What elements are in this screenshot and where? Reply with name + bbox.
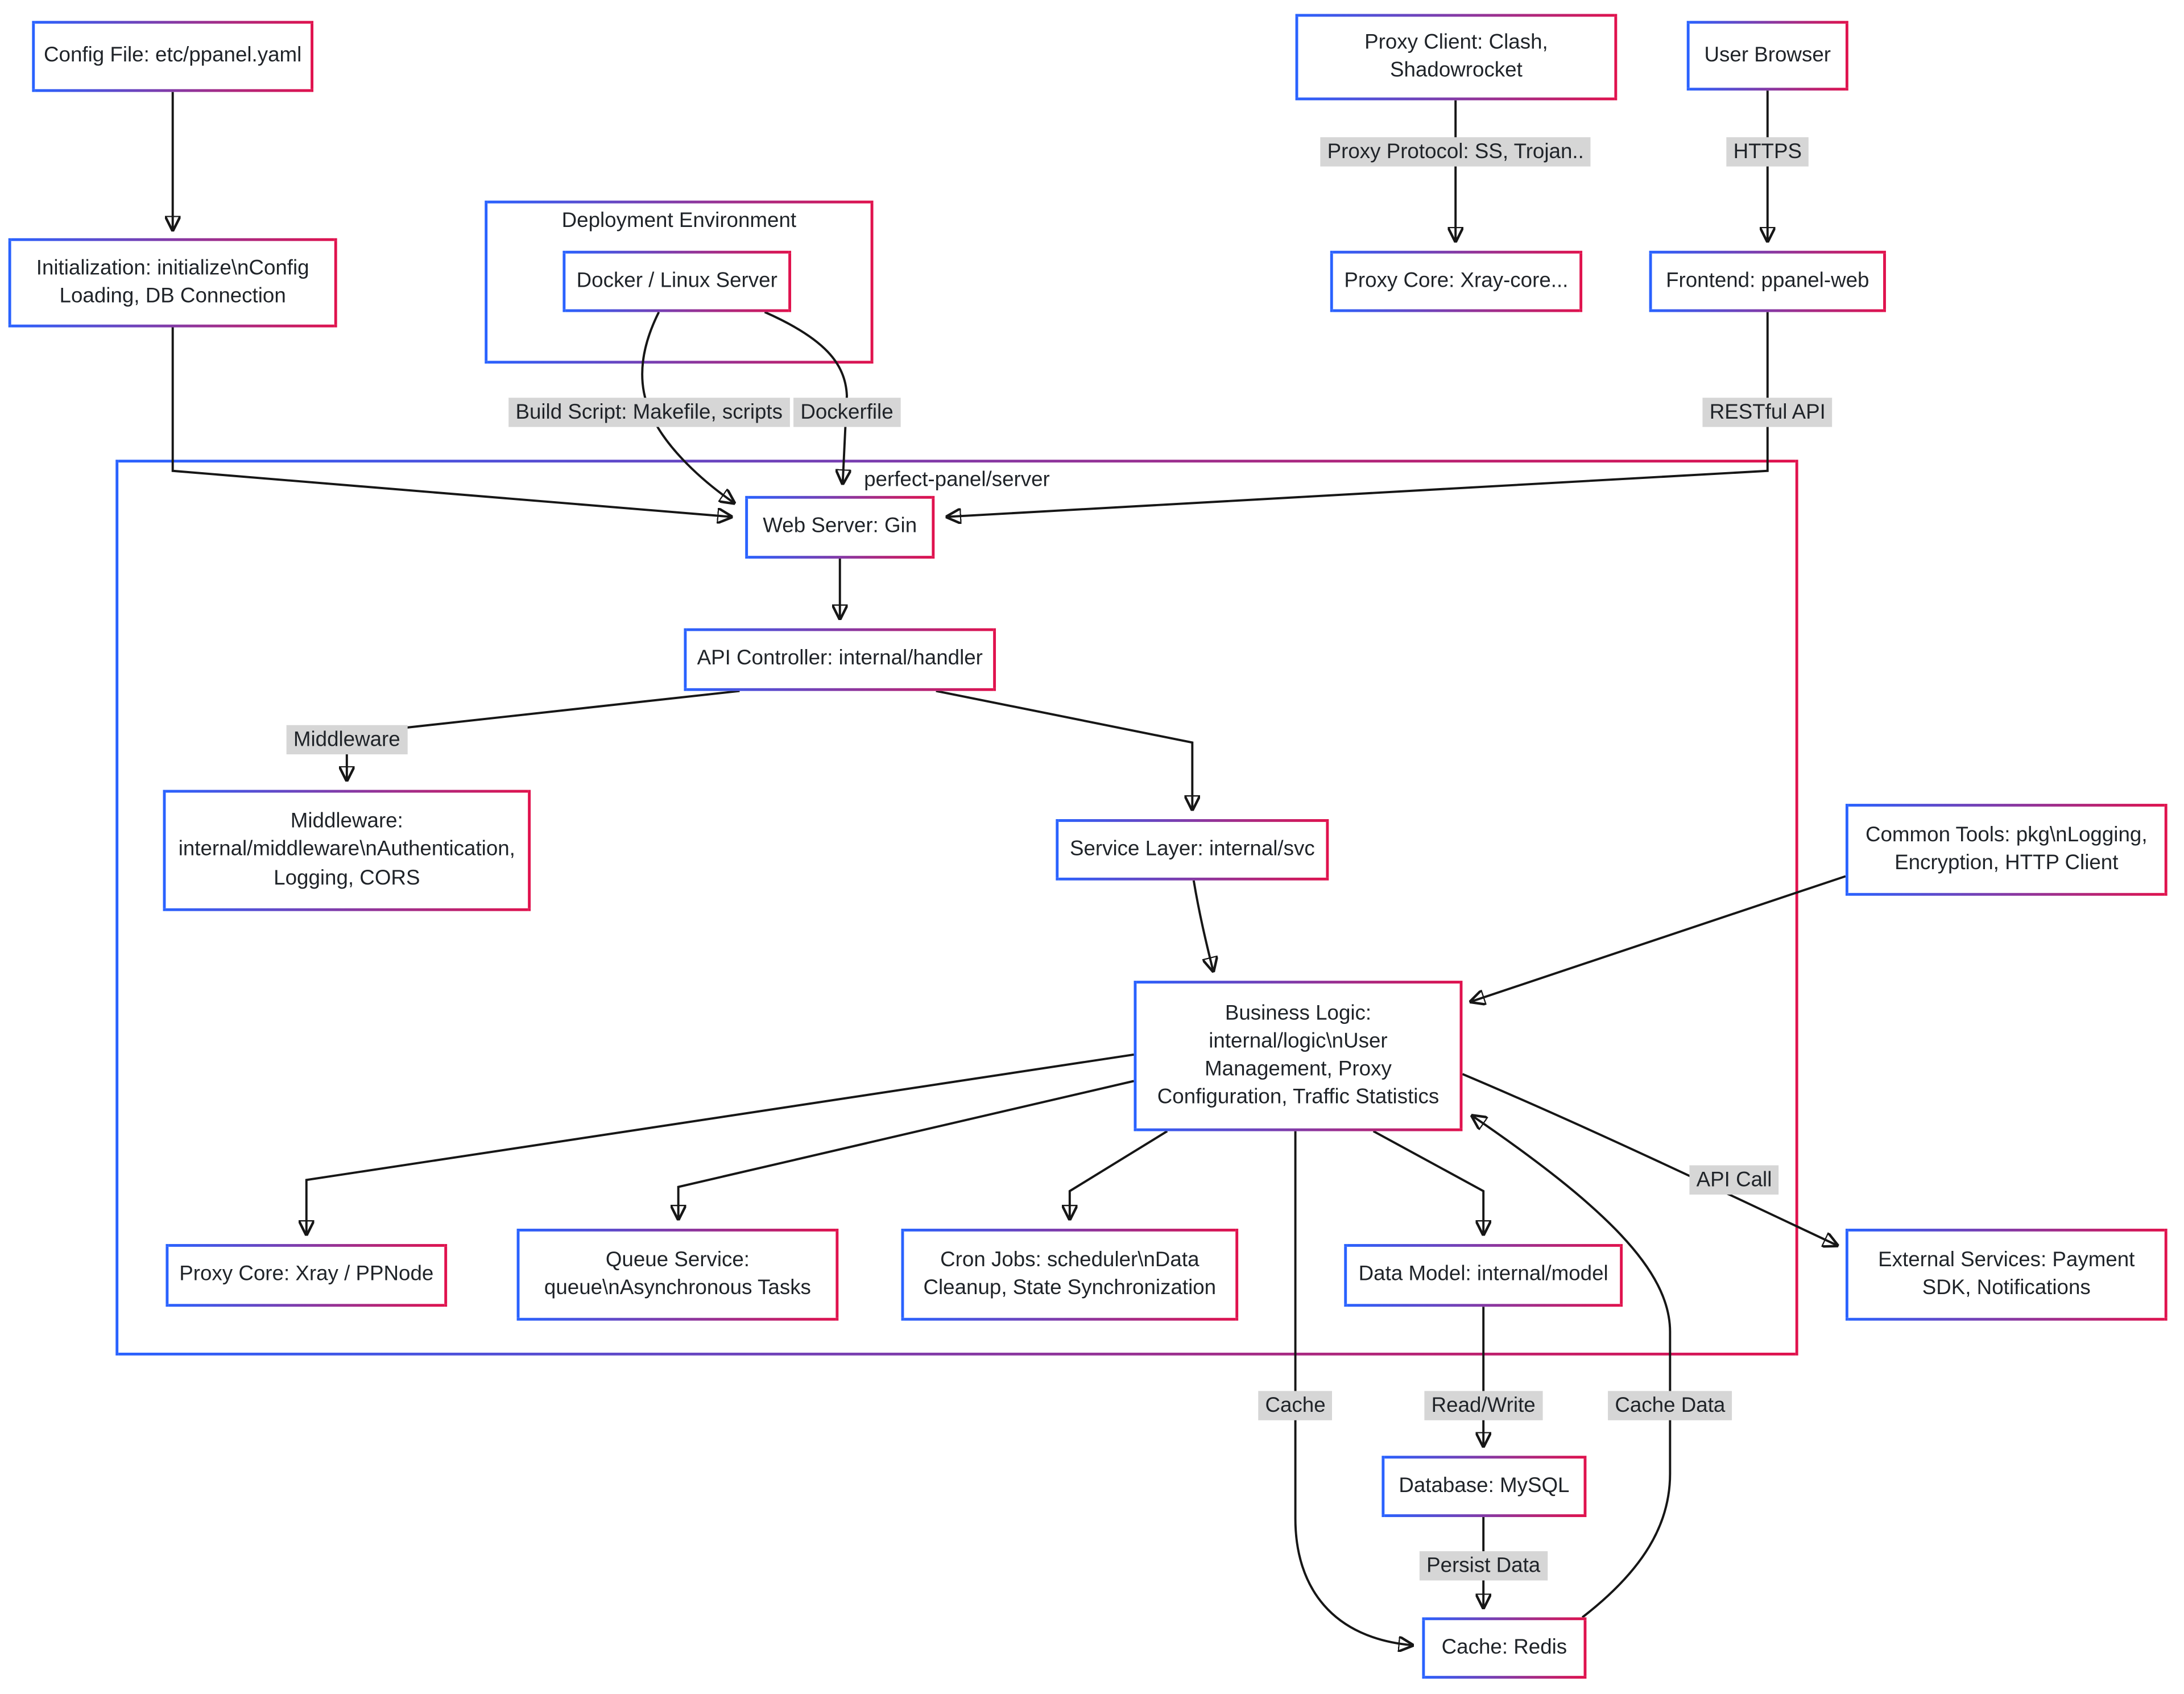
server-group-label: perfect-panel/server bbox=[864, 468, 1050, 492]
edge-business-logic-to-data-model bbox=[1372, 1130, 1483, 1234]
deployment-environment-group: Deployment Environment bbox=[485, 200, 874, 364]
node-common-tools: Common Tools: pkg\nLogging, Encryption, … bbox=[1845, 804, 2168, 896]
node-business-logic: Business Logic: internal/logic\nUser Man… bbox=[1134, 981, 1463, 1131]
node-proxy-core-xray: Proxy Core: Xray-core... bbox=[1330, 250, 1583, 312]
node-proxy-client: Proxy Client: Clash, Shadowrocket bbox=[1295, 14, 1618, 101]
node-external-services: External Services: Payment SDK, Notifica… bbox=[1845, 1229, 2168, 1321]
edge-business-logic-to-cache-redis bbox=[1294, 1131, 1413, 1646]
edge-common-tools-to-business-logic bbox=[1471, 875, 1846, 1001]
edge-label-restful-api: RESTful API bbox=[1702, 398, 1833, 427]
edge-business-logic-to-cron-jobs bbox=[1070, 1130, 1168, 1219]
edge-label-build-script: Build Script: Makefile, scripts bbox=[508, 398, 790, 427]
edge-label-cache-data: Cache Data bbox=[1608, 1391, 1732, 1420]
edge-docker-to-web-server-dockerfile bbox=[764, 311, 847, 484]
node-data-model: Data Model: internal/model bbox=[1344, 1243, 1623, 1307]
node-cache-redis: Cache: Redis bbox=[1422, 1617, 1587, 1679]
node-web-server: Web Server: Gin bbox=[745, 495, 935, 559]
node-service-layer: Service Layer: internal/svc bbox=[1056, 819, 1329, 881]
node-middleware: Middleware: internal/middleware\nAuthent… bbox=[163, 790, 531, 911]
node-config-file: Config File: etc/ppanel.yaml bbox=[32, 20, 314, 92]
edge-label-proxy-protocol: Proxy Protocol: SS, Trojan.. bbox=[1320, 137, 1591, 167]
edge-initialization-to-web-server bbox=[171, 327, 731, 517]
node-frontend: Frontend: ppanel-web bbox=[1649, 250, 1886, 312]
node-proxy-core-ppnode: Proxy Core: Xray / PPNode bbox=[166, 1243, 448, 1307]
node-api-controller: API Controller: internal/handler bbox=[684, 628, 996, 691]
node-cron-jobs: Cron Jobs: scheduler\nData Cleanup, Stat… bbox=[901, 1229, 1239, 1321]
edge-label-middleware: Middleware bbox=[286, 725, 407, 755]
edge-label-cache: Cache bbox=[1258, 1391, 1333, 1420]
edge-label-persist-data: Persist Data bbox=[1419, 1551, 1548, 1581]
edge-label-https: HTTPS bbox=[1726, 137, 1809, 167]
edge-label-read-write: Read/Write bbox=[1424, 1391, 1542, 1420]
edge-business-logic-to-external-services bbox=[1462, 1073, 1837, 1245]
node-database-mysql: Database: MySQL bbox=[1381, 1456, 1587, 1517]
edge-label-dockerfile: Dockerfile bbox=[793, 398, 900, 427]
node-docker-linux-server: Docker / Linux Server bbox=[562, 250, 792, 312]
edge-frontend-to-web-server bbox=[947, 312, 1769, 517]
node-user-browser: User Browser bbox=[1686, 20, 1848, 91]
edge-business-logic-to-proxy-core-node bbox=[307, 1053, 1134, 1234]
deployment-environment-label: Deployment Environment bbox=[561, 209, 797, 233]
edge-cache-redis-to-business-logic bbox=[1472, 1116, 1672, 1618]
edge-business-logic-to-queue-service bbox=[679, 1080, 1134, 1218]
node-queue-service: Queue Service: queue\nAsynchronous Tasks bbox=[516, 1229, 839, 1321]
node-initialization: Initialization: initialize\nConfig Loadi… bbox=[8, 238, 337, 328]
edge-label-api-call: API Call bbox=[1689, 1165, 1779, 1195]
edge-api-controller-to-service-layer bbox=[936, 689, 1193, 809]
edge-service-layer-to-business-logic bbox=[1192, 880, 1213, 971]
